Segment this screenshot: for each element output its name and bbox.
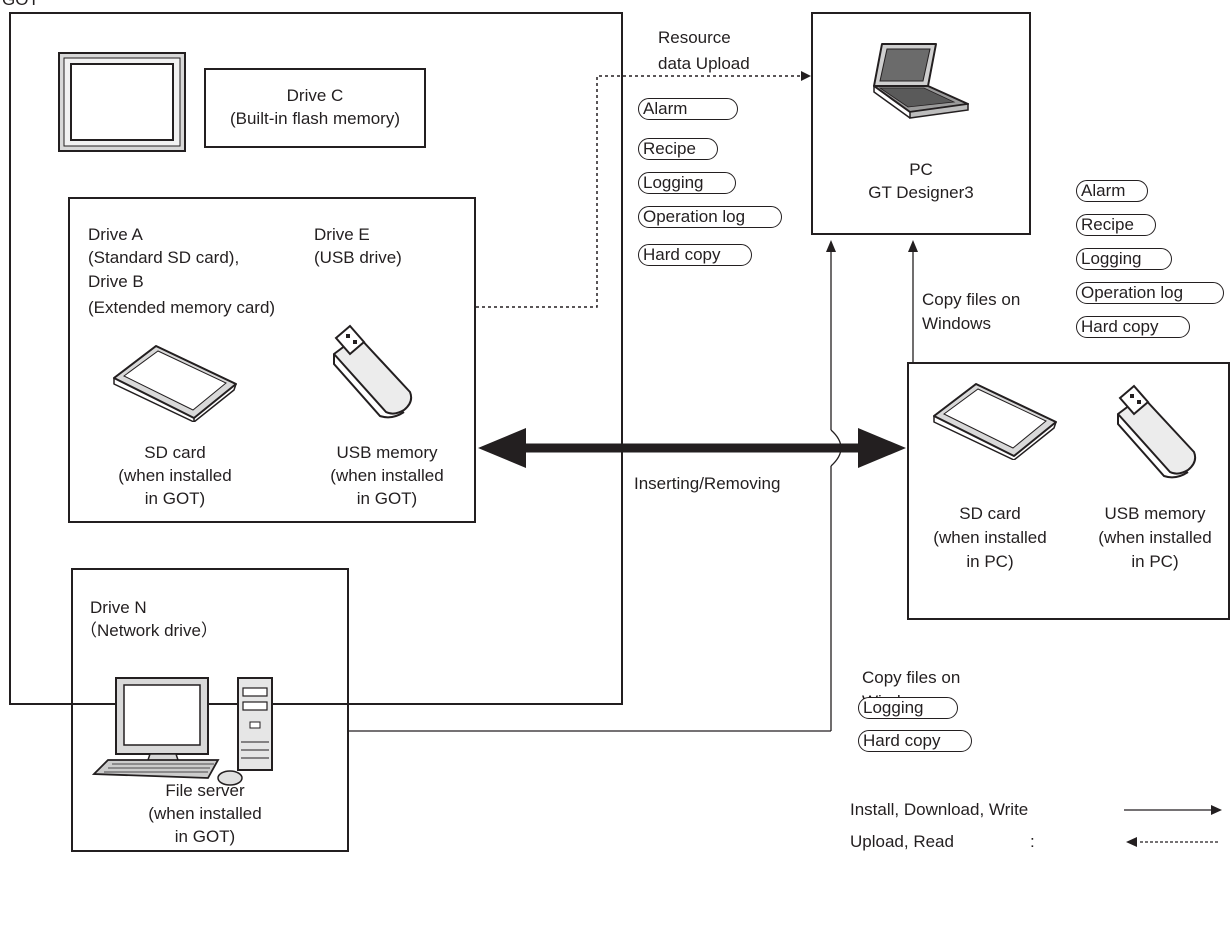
pc-usb-memory-icon [1117,384,1197,479]
upload-label-line2: data Upload [658,54,750,73]
drive-a-description: (Standard SD card), [88,248,240,267]
pc-usb-memory-note: (when installed [1098,528,1212,547]
copy-network-item-logging: Logging [858,697,958,719]
sd-card-got-note: (when installed [118,466,232,485]
got-screen-icon [58,52,186,152]
drive-b-description: (Extended memory card) [88,298,276,317]
drive-c-label: Drive C [286,86,344,105]
copy-pc-item-logging: Logging [1076,248,1172,270]
usb-memory-got-label: USB memory [336,443,438,462]
legend-write-arrow [1124,805,1222,815]
upload-item-logging: Logging [638,172,736,194]
usb-memory-got-note: (when installed [330,466,444,485]
file-server-note: (when installed [148,804,262,823]
copy-pc-item-recipe: Recipe [1076,214,1156,236]
sd-card-got-note2: in GOT) [144,489,206,508]
copy-pc-label-line2: Windows [922,314,991,333]
upload-item-operation-log: Operation log [638,206,782,228]
pc-sd-card-note2: in PC) [966,552,1014,571]
copy-pc-item-hard-copy: Hard copy [1076,316,1190,338]
usb-memory-icon [333,324,413,419]
sd-card-got-label: SD card [144,443,206,462]
copy-network-label: Copy files on [862,668,961,687]
network-to-pc-connector [349,240,842,732]
pc-box [811,12,1031,235]
file-server-icon [91,677,273,786]
pc-media-box [907,362,1230,620]
laptop-icon [873,43,969,119]
inserting-removing-arrow [478,428,906,468]
upload-item-recipe: Recipe [638,138,718,160]
pc-sd-card-icon [933,383,1057,460]
drive-n-label: Drive N [90,598,147,617]
drive-n-description: （Network drive） [80,621,218,640]
insert-label: Inserting/Removing [634,474,781,493]
pc-sd-card-note: (when installed [933,528,1047,547]
drive-c-description: (Built-in flash memory) [229,109,401,128]
pc-label: PC [909,160,933,179]
pc-usb-memory-label: USB memory [1104,504,1206,523]
legend-write-label: Install, Download, Write [850,800,1029,819]
copy-pc-item-operation-log: Operation log [1076,282,1224,304]
copy-pc-item-alarm: Alarm [1076,180,1148,202]
drive-c-box [204,68,426,148]
legend-read-label: Upload, Read [850,832,954,851]
sd-card-icon [113,345,237,422]
pc-software-label: GT Designer3 [868,183,974,202]
file-server-label: File server [165,781,245,800]
pc-media-to-pc-connector [908,240,918,362]
upload-item-alarm: Alarm [638,98,738,120]
copy-pc-label: Copy files on [922,290,1021,309]
legend-read-separator: : [1030,832,1035,851]
drive-abe-box [68,197,476,523]
got-frame [9,12,623,705]
got-title: GOT [2,0,39,11]
pc-usb-memory-note2: in PC) [1131,552,1179,571]
drive-e-description: (USB drive) [314,248,402,267]
drive-a-label: Drive A [88,225,143,244]
upload-dashed-connector [476,71,811,308]
pc-sd-card-label: SD card [959,504,1021,523]
legend-read-arrow [1126,837,1218,847]
file-server-note2: in GOT) [174,827,236,846]
upload-item-hard-copy: Hard copy [638,244,752,266]
drive-n-box [71,568,349,852]
usb-memory-got-note2: in GOT) [356,489,418,508]
upload-label: Resource [658,28,731,47]
drive-e-label: Drive E [314,225,370,244]
drive-b-label: Drive B [88,272,144,291]
copy-network-item-hard-copy: Hard copy [858,730,972,752]
